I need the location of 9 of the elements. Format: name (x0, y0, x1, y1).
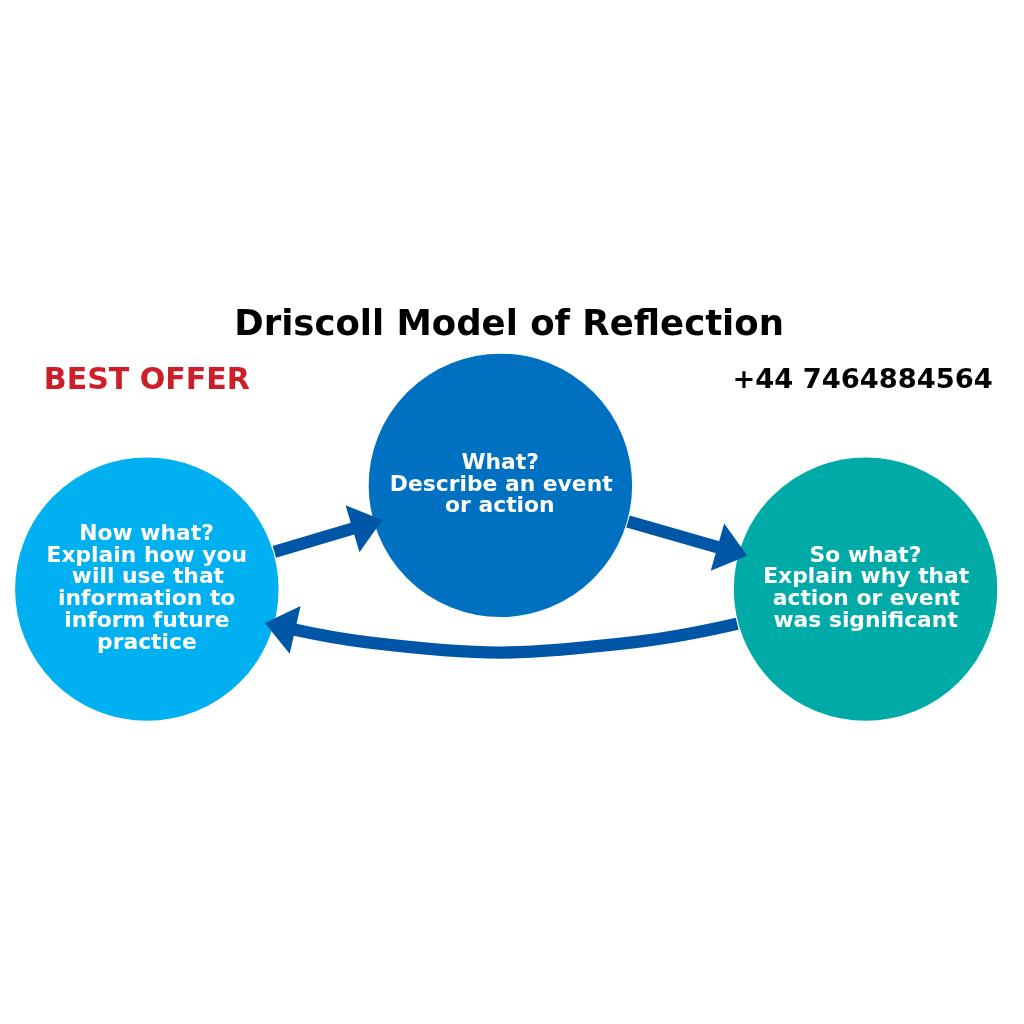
node-circle: What? Describe an event or action (367, 352, 634, 619)
arrow (272, 505, 383, 558)
label: BEST OFFER (43, 361, 250, 397)
arrow (264, 605, 739, 659)
label: +44 7464884564 (732, 363, 993, 395)
arrow (626, 515, 748, 571)
node-circle: Now what? Explain how you will use that information to inform future practice (13, 456, 280, 723)
node-circle: So what? Explain why that action or event was significant (732, 456, 999, 723)
diagram-title: Driscoll Model of Reflection (234, 301, 784, 343)
